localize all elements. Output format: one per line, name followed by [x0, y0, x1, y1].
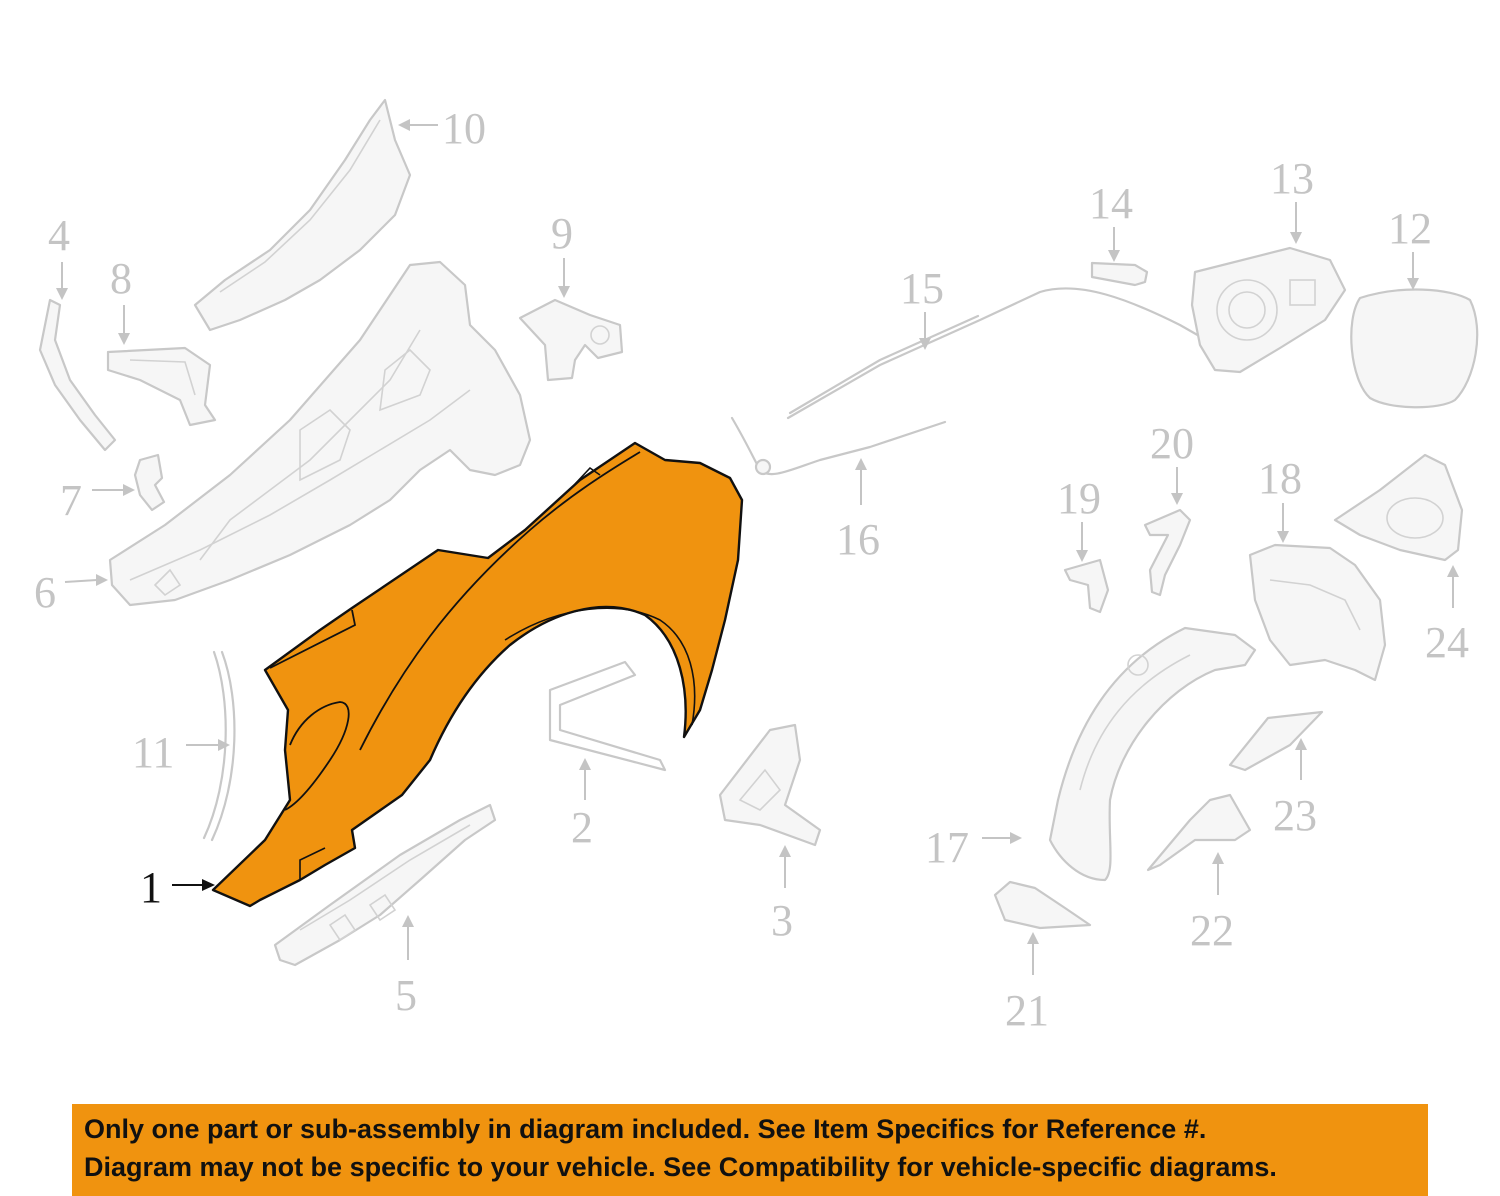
- part-8-bracket: [106, 346, 217, 427]
- callout-label: 5: [395, 971, 417, 1020]
- callout-label: 4: [48, 211, 70, 260]
- part-23-bracket: [1228, 710, 1324, 772]
- disclaimer-line-2: Diagram may not be specific to your vehi…: [84, 1152, 1277, 1182]
- callout-label: 6: [34, 568, 56, 617]
- callout-label: 13: [1270, 154, 1314, 203]
- callout-13: 13: [1270, 154, 1314, 244]
- callout-label: 24: [1425, 618, 1469, 667]
- callout-label: 12: [1388, 204, 1432, 253]
- part-20-bracket: [1143, 508, 1192, 597]
- callout-10: 10: [398, 104, 486, 153]
- part-2-brace: [548, 660, 667, 772]
- callout-17: 17: [925, 823, 1022, 872]
- part-11-weatherstrip: [210, 650, 236, 842]
- part-17-liner: [1048, 626, 1257, 882]
- callout-18: 18: [1258, 454, 1302, 543]
- callout-6: 6: [34, 568, 108, 617]
- callout-label: 14: [1089, 179, 1133, 228]
- callout-label: 19: [1057, 474, 1101, 523]
- part-9-hinge-bracket: [518, 298, 624, 382]
- callout-label: 1: [140, 863, 162, 912]
- part-1-quarter-panel: [211, 441, 744, 908]
- callout-label: 16: [836, 515, 880, 564]
- callout-20: 20: [1150, 419, 1194, 505]
- callout-5: 5: [395, 915, 417, 1020]
- part-18-liner-upper: [1248, 543, 1387, 682]
- callout-2: 2: [571, 758, 593, 852]
- callout-label: 9: [551, 209, 573, 258]
- part-6-inner-panel: [108, 260, 532, 607]
- callout-label: 2: [571, 803, 593, 852]
- part-12-fuel-door: [1350, 288, 1479, 409]
- part-19-bracket: [1063, 558, 1110, 614]
- callout-label: 7: [60, 476, 82, 525]
- callout-22: 22: [1190, 852, 1234, 955]
- callout-label: 23: [1273, 791, 1317, 840]
- part-15-release-cable: [786, 287, 1217, 420]
- callout-16: 16: [836, 458, 880, 564]
- callout-21: 21: [1005, 932, 1049, 1035]
- callout-11: 11: [132, 728, 230, 777]
- part-21-extension: [993, 880, 1092, 930]
- callout-label: 15: [900, 264, 944, 313]
- callout-23: 23: [1273, 738, 1317, 840]
- callout-1: 1: [140, 863, 215, 912]
- part-24-trim: [1333, 453, 1464, 562]
- callout-8: 8: [110, 254, 132, 345]
- part-4-seal-strip: [38, 298, 117, 452]
- callout-4: 4: [48, 211, 70, 300]
- callout-label: 21: [1005, 986, 1049, 1035]
- part-14-pin: [1090, 261, 1149, 287]
- part-3-lower-bracket: [718, 723, 822, 847]
- disclaimer-line-1: Only one part or sub-assembly in diagram…: [84, 1114, 1207, 1144]
- callout-label: 18: [1258, 454, 1302, 503]
- callout-label: 17: [925, 823, 969, 872]
- callout-label: 3: [771, 896, 793, 945]
- callout-24: 24: [1425, 565, 1469, 667]
- callout-3: 3: [771, 845, 793, 945]
- callout-19: 19: [1057, 474, 1101, 562]
- callout-label: 11: [132, 728, 174, 777]
- callout-label: 8: [110, 254, 132, 303]
- part-7-clip: [133, 453, 166, 512]
- callout-label: 10: [442, 104, 486, 153]
- callout-12: 12: [1388, 204, 1432, 290]
- part-13-fuel-housing: [1190, 246, 1347, 374]
- callout-14: 14: [1089, 179, 1133, 262]
- callout-label: 20: [1150, 419, 1194, 468]
- callout-9: 9: [551, 209, 573, 298]
- callout-label: 22: [1190, 906, 1234, 955]
- part-10-pillar-trim: [193, 98, 412, 332]
- callout-7: 7: [60, 476, 135, 525]
- callout-15: 15: [900, 264, 944, 350]
- disclaimer-banner: Only one part or sub-assembly in diagram…: [72, 1104, 1428, 1196]
- part-22-bracket: [1146, 793, 1252, 872]
